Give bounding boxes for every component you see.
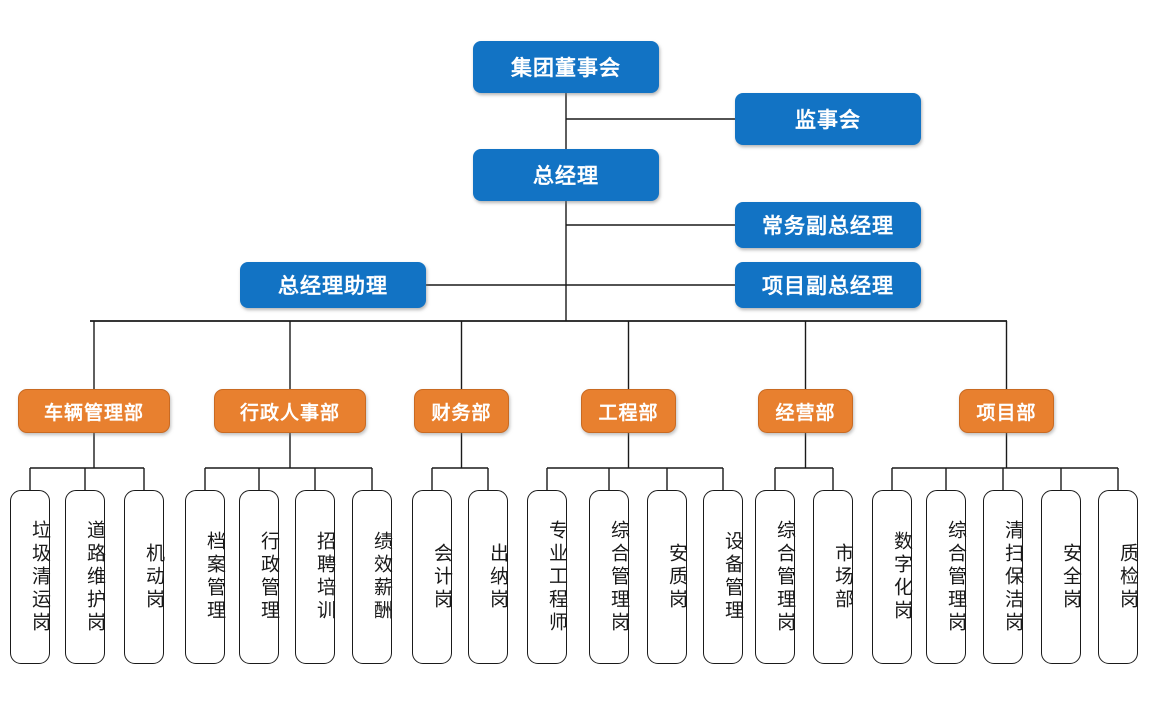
position-node-market-dept[interactable]: 市场部 [813, 490, 853, 664]
position-node-perf-salary[interactable]: 绩效薪酬 [352, 490, 392, 664]
position-label: 会计岗 [431, 542, 452, 612]
position-label: 行政管理 [258, 531, 279, 623]
position-node-accounting[interactable]: 会计岗 [412, 490, 452, 664]
position-label: 设备管理 [722, 531, 743, 623]
position-node-eng-general[interactable]: 综合管理岗 [589, 490, 629, 664]
exec-node-project-vp[interactable]: 项目副总经理 [735, 262, 921, 308]
position-node-proj-general[interactable]: 综合管理岗 [926, 490, 966, 664]
department-node-vehicle[interactable]: 车辆管理部 [18, 389, 170, 433]
position-node-digital-post[interactable]: 数字化岗 [872, 490, 912, 664]
exec-node-gm[interactable]: 总经理 [473, 149, 659, 201]
department-node-finance[interactable]: 财务部 [414, 389, 509, 433]
position-label: 垃圾清运岗 [29, 519, 50, 635]
position-node-equip-mgmt[interactable]: 设备管理 [703, 490, 743, 664]
position-node-safety-quality[interactable]: 安质岗 [647, 490, 687, 664]
position-label: 出纳岗 [487, 542, 508, 612]
position-label: 招聘培训 [314, 531, 335, 623]
position-label: 综合管理岗 [608, 519, 629, 635]
position-label: 安全岗 [1060, 542, 1081, 612]
department-node-engineering[interactable]: 工程部 [581, 389, 676, 433]
position-label: 道路维护岗 [84, 519, 105, 635]
exec-node-evp[interactable]: 常务副总经理 [735, 202, 921, 248]
department-node-admin-hr[interactable]: 行政人事部 [214, 389, 366, 433]
position-label: 机动岗 [143, 542, 164, 612]
exec-node-gm-assistant[interactable]: 总经理助理 [240, 262, 426, 308]
position-label: 质检岗 [1117, 542, 1138, 612]
position-label: 综合管理岗 [945, 519, 966, 635]
position-node-ops-general[interactable]: 综合管理岗 [755, 490, 795, 664]
position-label: 档案管理 [204, 531, 225, 623]
position-node-cleaning[interactable]: 清扫保洁岗 [983, 490, 1023, 664]
position-node-quality-check[interactable]: 质检岗 [1098, 490, 1138, 664]
position-node-archive-mgmt[interactable]: 档案管理 [185, 490, 225, 664]
department-node-operations[interactable]: 经营部 [758, 389, 853, 433]
position-label: 绩效薪酬 [371, 531, 392, 623]
position-label: 数字化岗 [891, 531, 912, 623]
position-node-road-maint[interactable]: 道路维护岗 [65, 490, 105, 664]
exec-node-board[interactable]: 集团董事会 [473, 41, 659, 93]
position-label: 综合管理岗 [774, 519, 795, 635]
department-node-project[interactable]: 项目部 [959, 389, 1054, 433]
position-node-recruit-train[interactable]: 招聘培训 [295, 490, 335, 664]
exec-node-supervisors[interactable]: 监事会 [735, 93, 921, 145]
position-label: 专业工程师 [546, 519, 567, 635]
position-node-waste-removal[interactable]: 垃圾清运岗 [10, 490, 50, 664]
position-label: 安质岗 [666, 542, 687, 612]
position-node-cashier[interactable]: 出纳岗 [468, 490, 508, 664]
position-node-admin-mgmt[interactable]: 行政管理 [239, 490, 279, 664]
position-node-pro-engineer[interactable]: 专业工程师 [527, 490, 567, 664]
position-node-mobile-duty[interactable]: 机动岗 [124, 490, 164, 664]
position-label: 市场部 [832, 542, 853, 612]
position-node-safety-post[interactable]: 安全岗 [1041, 490, 1081, 664]
position-label: 清扫保洁岗 [1002, 519, 1023, 635]
